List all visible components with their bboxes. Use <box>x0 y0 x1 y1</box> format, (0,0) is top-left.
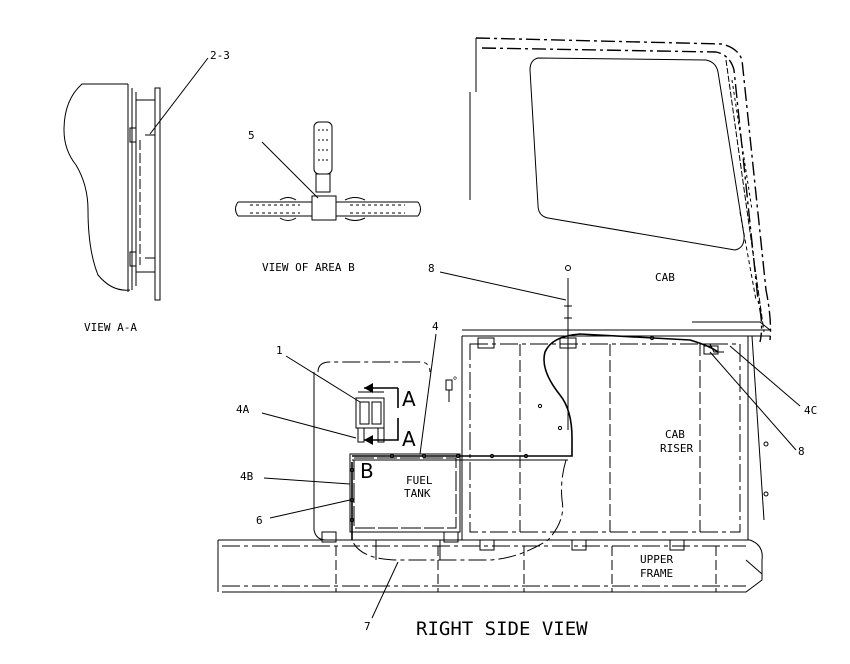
view-area-b-detail <box>235 121 421 221</box>
upper-frame-outline <box>217 539 763 593</box>
fuel-tank-label-line2: TANK <box>404 487 431 500</box>
view-a-a-detail <box>63 83 161 301</box>
cab-riser-outline <box>461 335 769 551</box>
view-area-b-title: VIEW OF AREA B <box>262 261 355 274</box>
callout-4: 4 <box>432 320 439 333</box>
leader-2-3 <box>149 57 209 135</box>
fuel-tank-outline: ° <box>313 361 461 543</box>
valve-assembly <box>355 391 385 443</box>
section-a-arrows <box>364 383 399 445</box>
leader-1 <box>285 355 361 403</box>
callout-5: 5 <box>248 129 255 142</box>
cab-riser-label-line1: CAB <box>665 428 685 441</box>
leader-4c <box>729 345 801 407</box>
leader-5 <box>261 141 319 199</box>
callout-4a: 4A <box>236 403 250 416</box>
leader-6 <box>269 499 351 519</box>
callout-6: 6 <box>256 514 263 527</box>
leader-4 <box>419 333 437 455</box>
callout-2-3: 2-3 <box>210 49 230 62</box>
cab-riser-label-line2: RISER <box>660 442 693 455</box>
cab-outline <box>462 37 772 343</box>
section-a-top-label: A <box>402 387 416 411</box>
leader-4a <box>261 412 357 439</box>
hose-routing <box>349 265 719 561</box>
callout-8-right: 8 <box>798 445 805 458</box>
cab-label: CAB <box>655 271 675 284</box>
leader-8-top <box>439 271 567 301</box>
leader-7 <box>371 561 399 619</box>
upper-frame-label-line1: UPPER <box>640 553 673 566</box>
callout-1: 1 <box>276 344 283 357</box>
leader-4b <box>263 477 351 485</box>
svg-text:°: ° <box>452 376 458 387</box>
section-a-bottom-label: A <box>402 427 416 451</box>
callout-4c: 4C <box>804 404 817 417</box>
right-side-view-title: RIGHT SIDE VIEW <box>416 618 588 640</box>
leader-8-right <box>709 351 797 451</box>
view-a-a-title: VIEW A-A <box>84 321 137 334</box>
callout-4b: 4B <box>240 470 254 483</box>
fuel-tank-label-line1: FUEL <box>406 474 433 487</box>
callout-7: 7 <box>364 620 371 633</box>
upper-frame-label-line2: FRAME <box>640 567 673 580</box>
area-b-label: B <box>360 459 374 483</box>
callout-8-top: 8 <box>428 262 435 275</box>
